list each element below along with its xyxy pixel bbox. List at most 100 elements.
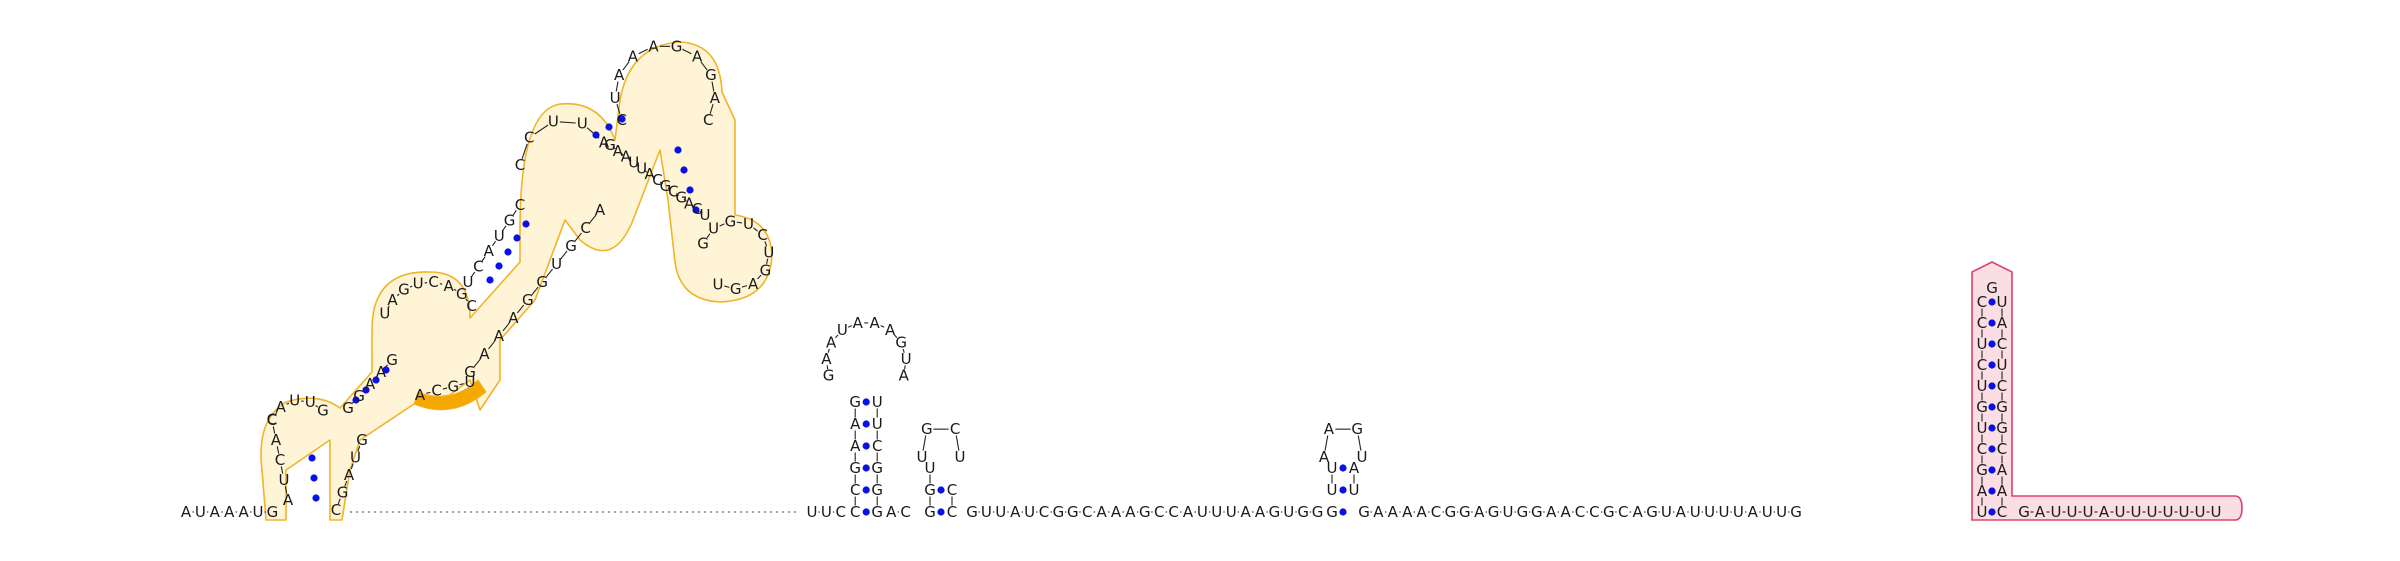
hairpin-1-loop-nt-4: A: [853, 314, 864, 332]
linker-3-nt-7: G: [1067, 503, 1079, 521]
backbone-bonds: [192, 45, 2210, 513]
domain-loop-upper-nt-0: C: [515, 156, 525, 174]
domain-terminal-loop-nt-8: G: [730, 280, 742, 298]
domain-terminal-loop-nt-2: G: [725, 212, 737, 230]
linker-2-nt-0: A: [886, 503, 897, 521]
trailer-3prime-nt-12: U: [2211, 503, 2222, 521]
trailer-3prime-nt-10: U: [2179, 503, 2190, 521]
hairpin-4-pair: [1988, 340, 1996, 348]
domain-terminal-loop-bond: [706, 233, 711, 239]
orange-highlight-region: [260, 41, 773, 521]
hairpin-4-stem-3-nt-6: G: [1996, 419, 2008, 437]
domain-outer-3-nt-2: A: [344, 466, 355, 484]
hairpin-2-pair: [937, 486, 945, 494]
domain-return-stem-nt-7: A: [644, 165, 655, 183]
domain-outer-pair: [310, 474, 318, 482]
hairpin-2-loop-nt-0: U: [916, 448, 927, 466]
linker-3-nt-14: C: [1168, 503, 1178, 521]
hairpin-4-pair: [1988, 319, 1996, 327]
linker-4-nt-22: A: [1676, 503, 1687, 521]
hairpin-1-stem-5-nt-4: A: [850, 415, 861, 433]
hairpin-3-pair: [1339, 464, 1347, 472]
domain-return-stem-nt-3: G: [675, 189, 687, 207]
hairpin-4-pair: [1988, 487, 1996, 495]
domain-outer-pair: [312, 494, 320, 502]
domain-outer-5-bond: [280, 466, 284, 474]
hairpin-1-loop-bond: [893, 334, 898, 339]
domain-return-lower-nt-0: A: [595, 201, 606, 219]
domain-apex-nt-5: G: [671, 37, 683, 55]
domain-terminal-loop-bond: [724, 285, 730, 288]
hairpin-4-stem-5-nt-8: U: [1977, 335, 1988, 353]
domain-outer-3-bond: [337, 498, 341, 505]
domain-apex-nt-3: A: [628, 48, 639, 66]
linker-4-nt-9: G: [1488, 503, 1500, 521]
hairpin-4-stem-3-nt-5: G: [1996, 398, 2008, 416]
hairpin-4-pair: [1988, 424, 1996, 432]
domain-stem-up-nt-0: U: [463, 273, 474, 291]
hairpin-1-stem-5-nt-0: C: [850, 503, 860, 521]
domain-return-stem-bond: [691, 204, 695, 208]
domain-outer-3-nt-1: U: [350, 449, 361, 467]
domain-loop-top-nt-0: C: [267, 411, 277, 429]
domain-loop-mid-nt-5: A: [444, 277, 455, 295]
domain-return-stem-nt-8: U: [636, 159, 647, 177]
hairpin-1-loop-nt-2: A: [826, 334, 837, 352]
linker-3-nt-10: A: [1111, 503, 1122, 521]
linker-3-nt-22: U: [1283, 503, 1294, 521]
hairpin-1-loop-nt-6: A: [885, 321, 896, 339]
linker-3-nt-15: A: [1183, 503, 1194, 521]
hairpin-2-stem-3-nt-1: C: [947, 503, 957, 521]
leader-5prime-nt-1: U: [195, 503, 206, 521]
hairpin-4-stem-3-nt-2: C: [1997, 335, 2007, 353]
domain-return-stem-nt-6: C: [652, 171, 662, 189]
hairpin-4-stem-5-nt-10: C: [1977, 293, 1987, 311]
hairpin-4-pair: [1988, 508, 1996, 516]
trailer-3prime-nt-6: U: [2115, 503, 2126, 521]
domain-stem-pair: [522, 220, 530, 228]
domain-stem-up-nt-4: G: [504, 211, 516, 229]
hairpin-4-stem-5-nt-0: U: [1977, 503, 1988, 521]
linker-4-nt-12: G: [1531, 503, 1543, 521]
trailer-3prime-nt-0: G: [2018, 503, 2030, 521]
hairpin-1-stem-5-nt-1: C: [850, 481, 860, 499]
linker-4-nt-6: G: [1445, 503, 1457, 521]
hairpin-1-loop-bond: [880, 325, 885, 328]
domain-terminal-loop-nt-0: G: [697, 234, 709, 252]
hairpin-1-stem-3-nt-1: U: [872, 415, 883, 433]
domain-loop-upper-nt-1: C: [524, 129, 534, 147]
domain-terminal-loop-nt-7: A: [748, 275, 759, 293]
hairpin-2-loop-nt-1: G: [921, 420, 933, 438]
linker-4-nt-28: U: [1762, 503, 1773, 521]
pink-highlight-region: [1971, 261, 2243, 521]
hairpin-2-loop-nt-3: U: [955, 448, 966, 466]
hairpin-1-loop-bond: [827, 348, 830, 353]
domain-loop-mid-nt-2: G: [398, 281, 410, 299]
domain-loop-mid-bond: [396, 293, 400, 297]
linker-4-nt-13: A: [1546, 503, 1557, 521]
hairpin-1-loop-nt-9: A: [899, 367, 910, 385]
domain-loop-mid-nt-7: C: [466, 297, 476, 315]
linker-3-nt-13: C: [1154, 503, 1164, 521]
domain-stem-up-bond: [471, 271, 476, 277]
domain-terminal-loop-nt-6: G: [760, 261, 772, 279]
domain-loop-upper-nt-4: A: [599, 134, 610, 152]
domain-loop-mid-nt-6: G: [456, 285, 468, 303]
domain-inner-left-nt-2: A: [365, 375, 376, 393]
hairpin-1-stem-3-nt-5: G: [871, 503, 883, 521]
domain-loop-mid-nt-4: C: [428, 273, 438, 291]
domain-outer-3-bond: [357, 445, 361, 452]
domain-loop-upper-nt-2: U: [548, 113, 559, 131]
domain-apex-bond: [638, 48, 648, 55]
linker-3-nt-9: A: [1096, 503, 1107, 521]
domain-return-stem-nt-4: C: [668, 183, 678, 201]
domain-inner-left-nt-0: G: [342, 399, 354, 417]
domain-return-lower-nt-9: G: [464, 363, 476, 381]
domain-loop-mid-bond: [409, 285, 413, 288]
domain-inner-pair: [382, 366, 390, 374]
domain-stem-pair: [486, 276, 494, 284]
leader-5prime-nt-5: U: [253, 503, 264, 521]
hairpin-1-stem-5-nt-2: G: [849, 459, 861, 477]
linker-4-nt-24: U: [1704, 503, 1715, 521]
hairpin-1-loop-bond: [848, 325, 853, 328]
